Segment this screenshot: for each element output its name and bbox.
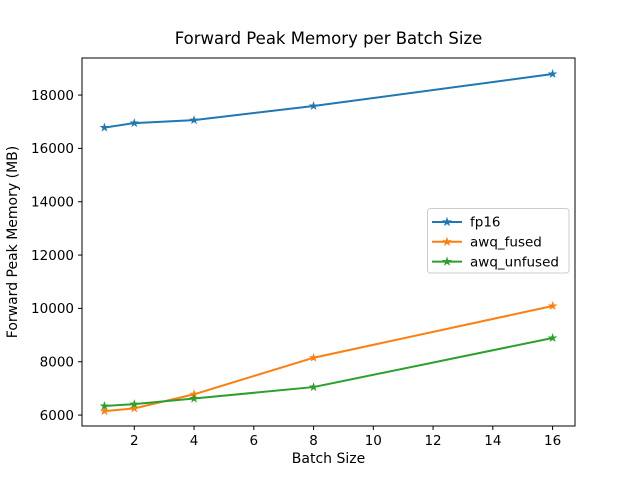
x-tick-label: 8 — [309, 433, 318, 449]
data-point-marker-awq_unfused — [99, 401, 110, 411]
x-tick-label: 6 — [250, 433, 259, 449]
y-tick-label: 16000 — [31, 141, 74, 157]
x-tick-label: 4 — [190, 433, 199, 449]
y-tick-label: 12000 — [31, 248, 74, 264]
series-line-awq_unfused — [103, 337, 554, 407]
data-point-marker-awq_fused — [547, 301, 558, 311]
x-tick-label: 12 — [424, 433, 441, 449]
y-tick-label: 10000 — [31, 301, 74, 317]
data-point-marker-awq_unfused — [547, 333, 558, 343]
y-tick-label: 8000 — [40, 354, 74, 370]
x-tick-label: 2 — [130, 433, 139, 449]
data-point-marker-awq_unfused — [308, 382, 319, 392]
data-point-marker-awq_unfused — [129, 399, 140, 409]
data-point-marker-fp16 — [547, 69, 558, 79]
series-awq_unfused — [99, 333, 558, 411]
data-point-marker-fp16 — [308, 101, 319, 111]
data-point-marker-awq_unfused — [189, 393, 199, 403]
x-tick-label: 14 — [484, 433, 501, 449]
data-point-marker-fp16 — [99, 122, 110, 132]
series-fp16 — [99, 69, 558, 132]
data-point-marker-awq_fused — [129, 403, 140, 413]
legend-label-awq_unfused: awq_unfused — [470, 254, 559, 270]
legend-entry-fp16: fp16 — [432, 215, 501, 231]
series-layer — [99, 69, 558, 416]
data-point-marker-fp16 — [129, 118, 140, 128]
y-tick-label: 6000 — [40, 408, 74, 424]
y-tick-label: 18000 — [31, 88, 74, 104]
data-point-marker-awq_fused — [99, 406, 110, 416]
data-point-marker-awq_fused — [308, 352, 319, 362]
legend-label-fp16: fp16 — [470, 215, 501, 231]
legend-entry-awq_unfused: awq_unfused — [432, 254, 559, 270]
y-tick-label: 14000 — [31, 194, 74, 210]
x-axis-label: Batch Size — [292, 451, 365, 467]
y-axis-label: Forward Peak Memory (MB) — [5, 146, 21, 338]
data-point-marker-fp16 — [189, 115, 199, 125]
legend-marker-fp16 — [442, 216, 452, 227]
plot-border-rect — [81, 57, 576, 427]
chart-title: Forward Peak Memory per Batch Size — [175, 29, 483, 48]
plot-border — [81, 57, 576, 427]
legend: fp16 awq_fused awq_unfused — [427, 208, 570, 274]
series-line-fp16 — [103, 73, 554, 129]
x-tick-label: 10 — [365, 433, 382, 449]
legend-marker-awq_fused — [442, 236, 452, 247]
legend-box — [427, 208, 570, 274]
series-line-awq_fused — [103, 305, 554, 413]
legend-entry-awq_fused: awq_fused — [432, 235, 542, 251]
series-awq_fused — [99, 301, 558, 416]
axes: 2 4 6 8 10 12 14 16 6000 8000 10000 12000 14000 16000… — [31, 88, 561, 449]
legend-marker-awq_unfused — [442, 256, 452, 266]
x-tick-label: 16 — [544, 433, 561, 449]
legend-label-awq_fused: awq_fused — [470, 235, 542, 251]
